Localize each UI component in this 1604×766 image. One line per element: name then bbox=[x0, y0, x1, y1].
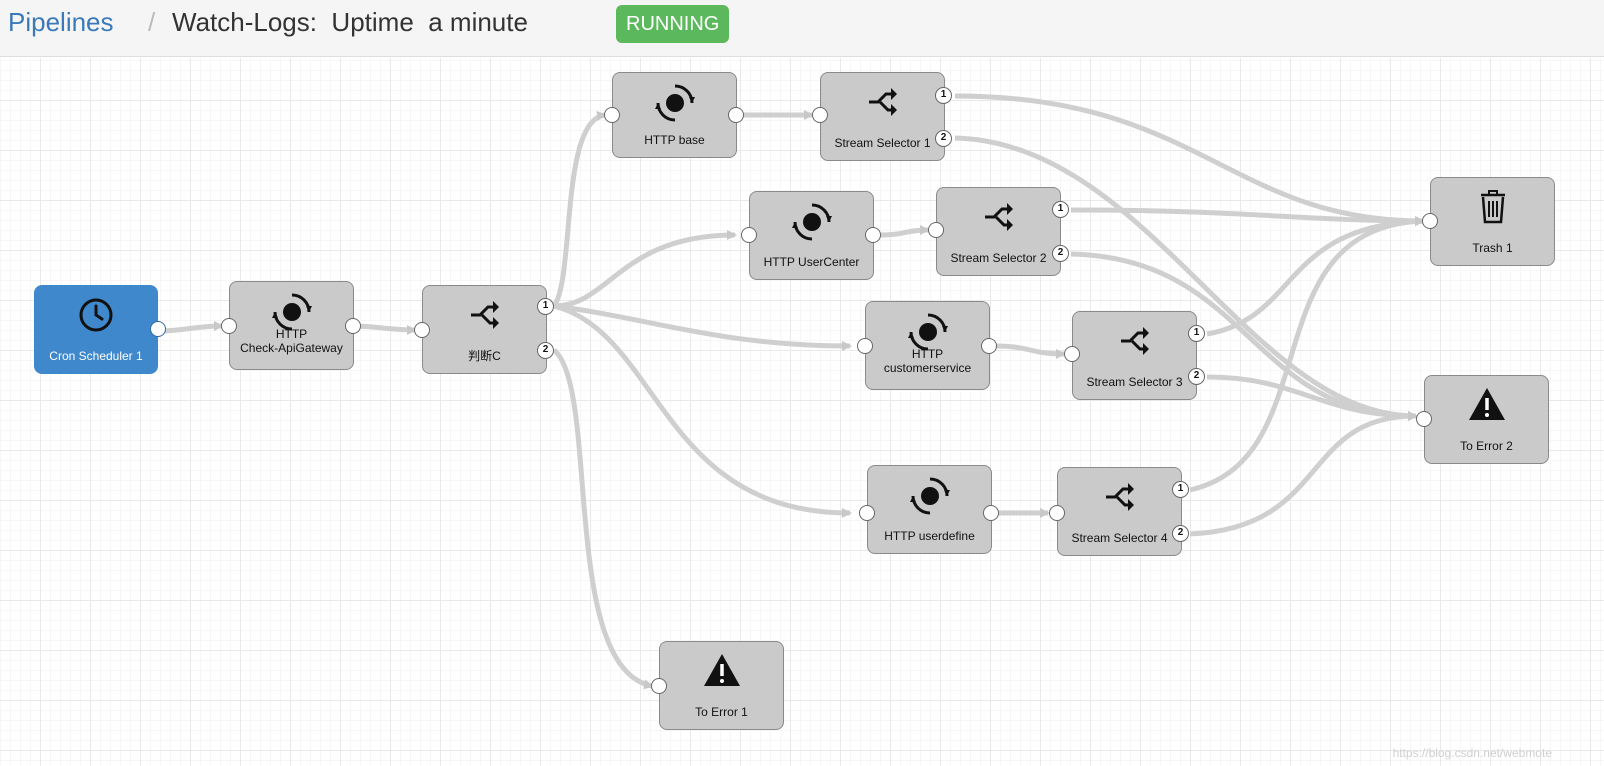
input-port[interactable] bbox=[1064, 346, 1080, 362]
link-check-judge bbox=[351, 323, 417, 335]
link-ss1-err2 bbox=[954, 135, 1418, 421]
link-judge-cs bbox=[553, 303, 852, 351]
output-port-2[interactable]: 2 bbox=[1052, 245, 1069, 262]
stage-judge-c[interactable]: 判断C bbox=[422, 285, 547, 374]
input-port[interactable] bbox=[928, 222, 944, 238]
stage-to-error-2[interactable]: To Error 2 bbox=[1424, 375, 1549, 464]
http-client-icon bbox=[613, 83, 736, 123]
stage-label: Stream Selector 3 bbox=[1086, 375, 1183, 389]
input-port[interactable] bbox=[221, 318, 237, 334]
stage-label: Stream Selector 1 bbox=[834, 136, 931, 150]
link-uc-ss2 bbox=[879, 225, 930, 238]
pipeline-title: Watch-Logs: Uptime a minute bbox=[172, 7, 528, 37]
input-port[interactable] bbox=[857, 338, 873, 354]
input-port[interactable] bbox=[1049, 505, 1065, 521]
input-port[interactable] bbox=[812, 107, 828, 123]
stage-label-line2: Check-ApiGateway bbox=[240, 341, 343, 355]
stage-label: HTTP UserCenter bbox=[763, 255, 860, 269]
link-judge-ud bbox=[553, 303, 852, 518]
input-port[interactable] bbox=[414, 322, 430, 338]
clock-icon bbox=[35, 296, 157, 336]
breadcrumb-separator: / bbox=[148, 7, 156, 37]
output-port[interactable] bbox=[865, 227, 881, 243]
stream-selector-icon bbox=[1073, 322, 1196, 362]
stage-stream-selector-3[interactable]: Stream Selector 3 bbox=[1072, 311, 1197, 400]
input-port[interactable] bbox=[1416, 411, 1432, 427]
stage-to-error-1[interactable]: To Error 1 bbox=[659, 641, 784, 730]
output-port-2[interactable]: 2 bbox=[1172, 525, 1189, 542]
http-client-icon bbox=[868, 476, 991, 516]
stage-label: HTTP base bbox=[644, 133, 705, 147]
stage-label-line1: HTTP bbox=[275, 327, 308, 341]
page-header: Pipelines / Watch-Logs: Uptime a minute … bbox=[0, 0, 1604, 57]
link-cron-check bbox=[157, 321, 224, 334]
stage-label: Cron Scheduler 1 bbox=[49, 349, 143, 363]
link-ss4-trash bbox=[1189, 216, 1425, 493]
output-port-2[interactable]: 2 bbox=[935, 130, 952, 147]
output-port-2[interactable]: 2 bbox=[1188, 368, 1205, 385]
stage-cron-scheduler[interactable]: Cron Scheduler 1 bbox=[34, 285, 158, 374]
stage-stream-selector-1[interactable]: Stream Selector 1 bbox=[820, 72, 945, 161]
stream-selector-icon bbox=[1058, 478, 1181, 518]
output-port[interactable] bbox=[150, 321, 166, 337]
stage-label: To Error 1 bbox=[695, 705, 748, 719]
stage-label-line2: customerservice bbox=[883, 361, 972, 375]
link-judge-base bbox=[551, 110, 607, 308]
stage-label: Stream Selector 4 bbox=[1071, 531, 1168, 545]
warning-icon bbox=[1425, 386, 1548, 426]
stage-label: HTTP userdefine bbox=[884, 529, 975, 543]
breadcrumb-pipelines-link[interactable]: Pipelines bbox=[8, 7, 114, 37]
stage-label: Trash 1 bbox=[1472, 241, 1513, 255]
warning-icon bbox=[660, 652, 783, 692]
stage-http-userdefine[interactable]: HTTP userdefine bbox=[867, 465, 992, 554]
pipeline-links bbox=[157, 93, 1425, 690]
input-port[interactable] bbox=[651, 678, 667, 694]
stage-trash-1[interactable]: Trash 1 bbox=[1430, 177, 1555, 266]
stream-selector-icon bbox=[423, 296, 546, 336]
stage-label: To Error 2 bbox=[1460, 439, 1513, 453]
output-port-1[interactable]: 1 bbox=[537, 298, 554, 315]
status-badge: RUNNING bbox=[616, 5, 730, 43]
output-port[interactable] bbox=[728, 107, 744, 123]
input-port[interactable] bbox=[1422, 213, 1438, 229]
input-port[interactable] bbox=[859, 505, 875, 521]
link-ss1-trash bbox=[954, 93, 1425, 226]
http-client-icon bbox=[866, 312, 989, 352]
output-port[interactable] bbox=[981, 338, 997, 354]
stage-label: 判断C bbox=[468, 349, 501, 363]
link-judge-uc bbox=[553, 230, 737, 309]
stage-stream-selector-2[interactable]: Stream Selector 2 bbox=[936, 187, 1061, 276]
stage-stream-selector-4[interactable]: Stream Selector 4 bbox=[1057, 467, 1182, 556]
link-cs-ss3 bbox=[995, 343, 1066, 359]
input-port[interactable] bbox=[604, 107, 620, 123]
http-client-icon bbox=[750, 202, 873, 242]
trash-icon bbox=[1431, 188, 1554, 228]
input-port[interactable] bbox=[741, 227, 757, 243]
stream-selector-icon bbox=[821, 83, 944, 123]
link-ss3-trash bbox=[1206, 216, 1425, 337]
stream-selector-icon bbox=[937, 198, 1060, 238]
output-port-1[interactable]: 1 bbox=[935, 87, 952, 104]
link-judge-err1 bbox=[552, 348, 654, 690]
link-ss2-trash bbox=[1070, 207, 1425, 226]
stage-label: Stream Selector 2 bbox=[950, 251, 1047, 265]
stage-label-line1: HTTP bbox=[911, 347, 944, 361]
stage-http-base[interactable]: HTTP base bbox=[612, 72, 737, 158]
output-port-1[interactable]: 1 bbox=[1172, 481, 1189, 498]
output-port-1[interactable]: 1 bbox=[1052, 201, 1069, 218]
link-ss4-err2 bbox=[1189, 411, 1418, 537]
output-port-1[interactable]: 1 bbox=[1188, 325, 1205, 342]
watermark-text: https://blog.csdn.net/webmote bbox=[1392, 746, 1552, 760]
link-ss3-err2 bbox=[1206, 374, 1418, 421]
output-port-2[interactable]: 2 bbox=[537, 342, 554, 359]
stage-http-usercenter[interactable]: HTTP UserCenter bbox=[749, 191, 874, 280]
output-port[interactable] bbox=[345, 318, 361, 334]
output-port[interactable] bbox=[983, 505, 999, 521]
http-client-icon bbox=[230, 292, 353, 332]
